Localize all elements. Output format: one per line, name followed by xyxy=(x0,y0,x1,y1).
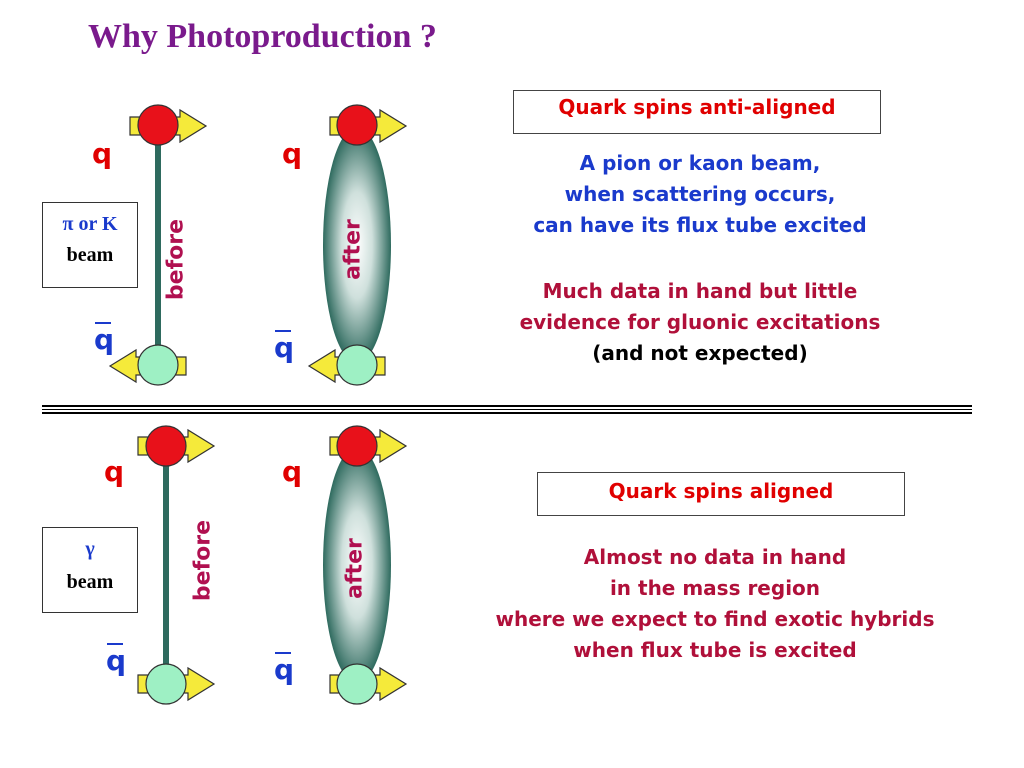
bottom-before-label: before xyxy=(190,519,216,602)
separator-line xyxy=(42,409,972,410)
text-line: can have its flux tube excited xyxy=(533,213,867,237)
quark-ball xyxy=(336,104,378,146)
top-after-diagram xyxy=(307,104,408,386)
separator-line xyxy=(42,405,972,407)
top-after-antiquark-label: q xyxy=(274,330,295,364)
top-spin-box: Quark spins anti-aligned xyxy=(513,90,881,134)
bottom-after-antiquark-label: q xyxy=(274,652,295,686)
bottom-spin-box-title: Quark spins aligned xyxy=(608,479,834,503)
text-line: evidence for gluonic excitations xyxy=(519,310,881,334)
antiquark-ball xyxy=(336,663,378,705)
text-line: A pion or kaon beam, xyxy=(579,151,821,175)
bottom-beam-box: γ beam xyxy=(42,527,138,613)
antiquark-ball xyxy=(137,344,179,386)
text-line: where we expect to find exotic hybrids xyxy=(495,607,935,631)
bottom-after-label: after xyxy=(342,538,368,599)
text-line: Much data in hand but little xyxy=(542,279,858,303)
top-before-antiquark-label: q xyxy=(94,322,115,356)
text-line: when scattering occurs, xyxy=(564,182,836,206)
bottom-before-antiquark-label: q xyxy=(106,643,127,677)
beam-label: beam xyxy=(66,244,114,266)
antiquark-ball xyxy=(145,663,187,705)
text-line: in the mass region xyxy=(609,576,821,600)
excited-flux-tube xyxy=(323,447,391,683)
top-spin-box-title: Quark spins anti-aligned xyxy=(558,95,836,119)
top-after-quark-label: q xyxy=(282,137,303,170)
bottom-after-quark-label: q xyxy=(282,455,303,488)
text-line: when flux tube is excited xyxy=(573,638,857,662)
bottom-text-block: Almost no data in hand in the mass regio… xyxy=(455,542,975,666)
top-text-block-1: A pion or kaon beam, when scattering occ… xyxy=(460,148,940,241)
bottom-before-diagram xyxy=(137,425,216,705)
top-after-label: after xyxy=(340,219,366,280)
top-beam-box: π or K beam xyxy=(42,202,138,288)
text-line: Almost no data in hand xyxy=(583,545,847,569)
slide-title: Why Photoproduction ? xyxy=(88,18,437,55)
excited-flux-tube xyxy=(323,127,391,363)
top-before-quark-label: q xyxy=(92,137,113,170)
separator-line xyxy=(42,412,972,414)
bottom-spin-box: Quark spins aligned xyxy=(537,472,905,516)
beam-symbol: π or K xyxy=(62,213,118,235)
beam-symbol: γ xyxy=(85,538,95,560)
quark-ball xyxy=(336,425,378,467)
text-line: (and not expected) xyxy=(592,341,808,365)
quark-ball xyxy=(145,425,187,467)
top-text-block-2: Much data in hand but little evidence fo… xyxy=(460,276,940,369)
bottom-after-diagram xyxy=(323,425,408,705)
top-before-label: before xyxy=(163,218,189,301)
beam-label: beam xyxy=(66,571,114,593)
bottom-before-quark-label: q xyxy=(104,455,125,488)
quark-ball xyxy=(137,104,179,146)
antiquark-ball xyxy=(336,344,378,386)
top-before-diagram xyxy=(108,104,208,386)
